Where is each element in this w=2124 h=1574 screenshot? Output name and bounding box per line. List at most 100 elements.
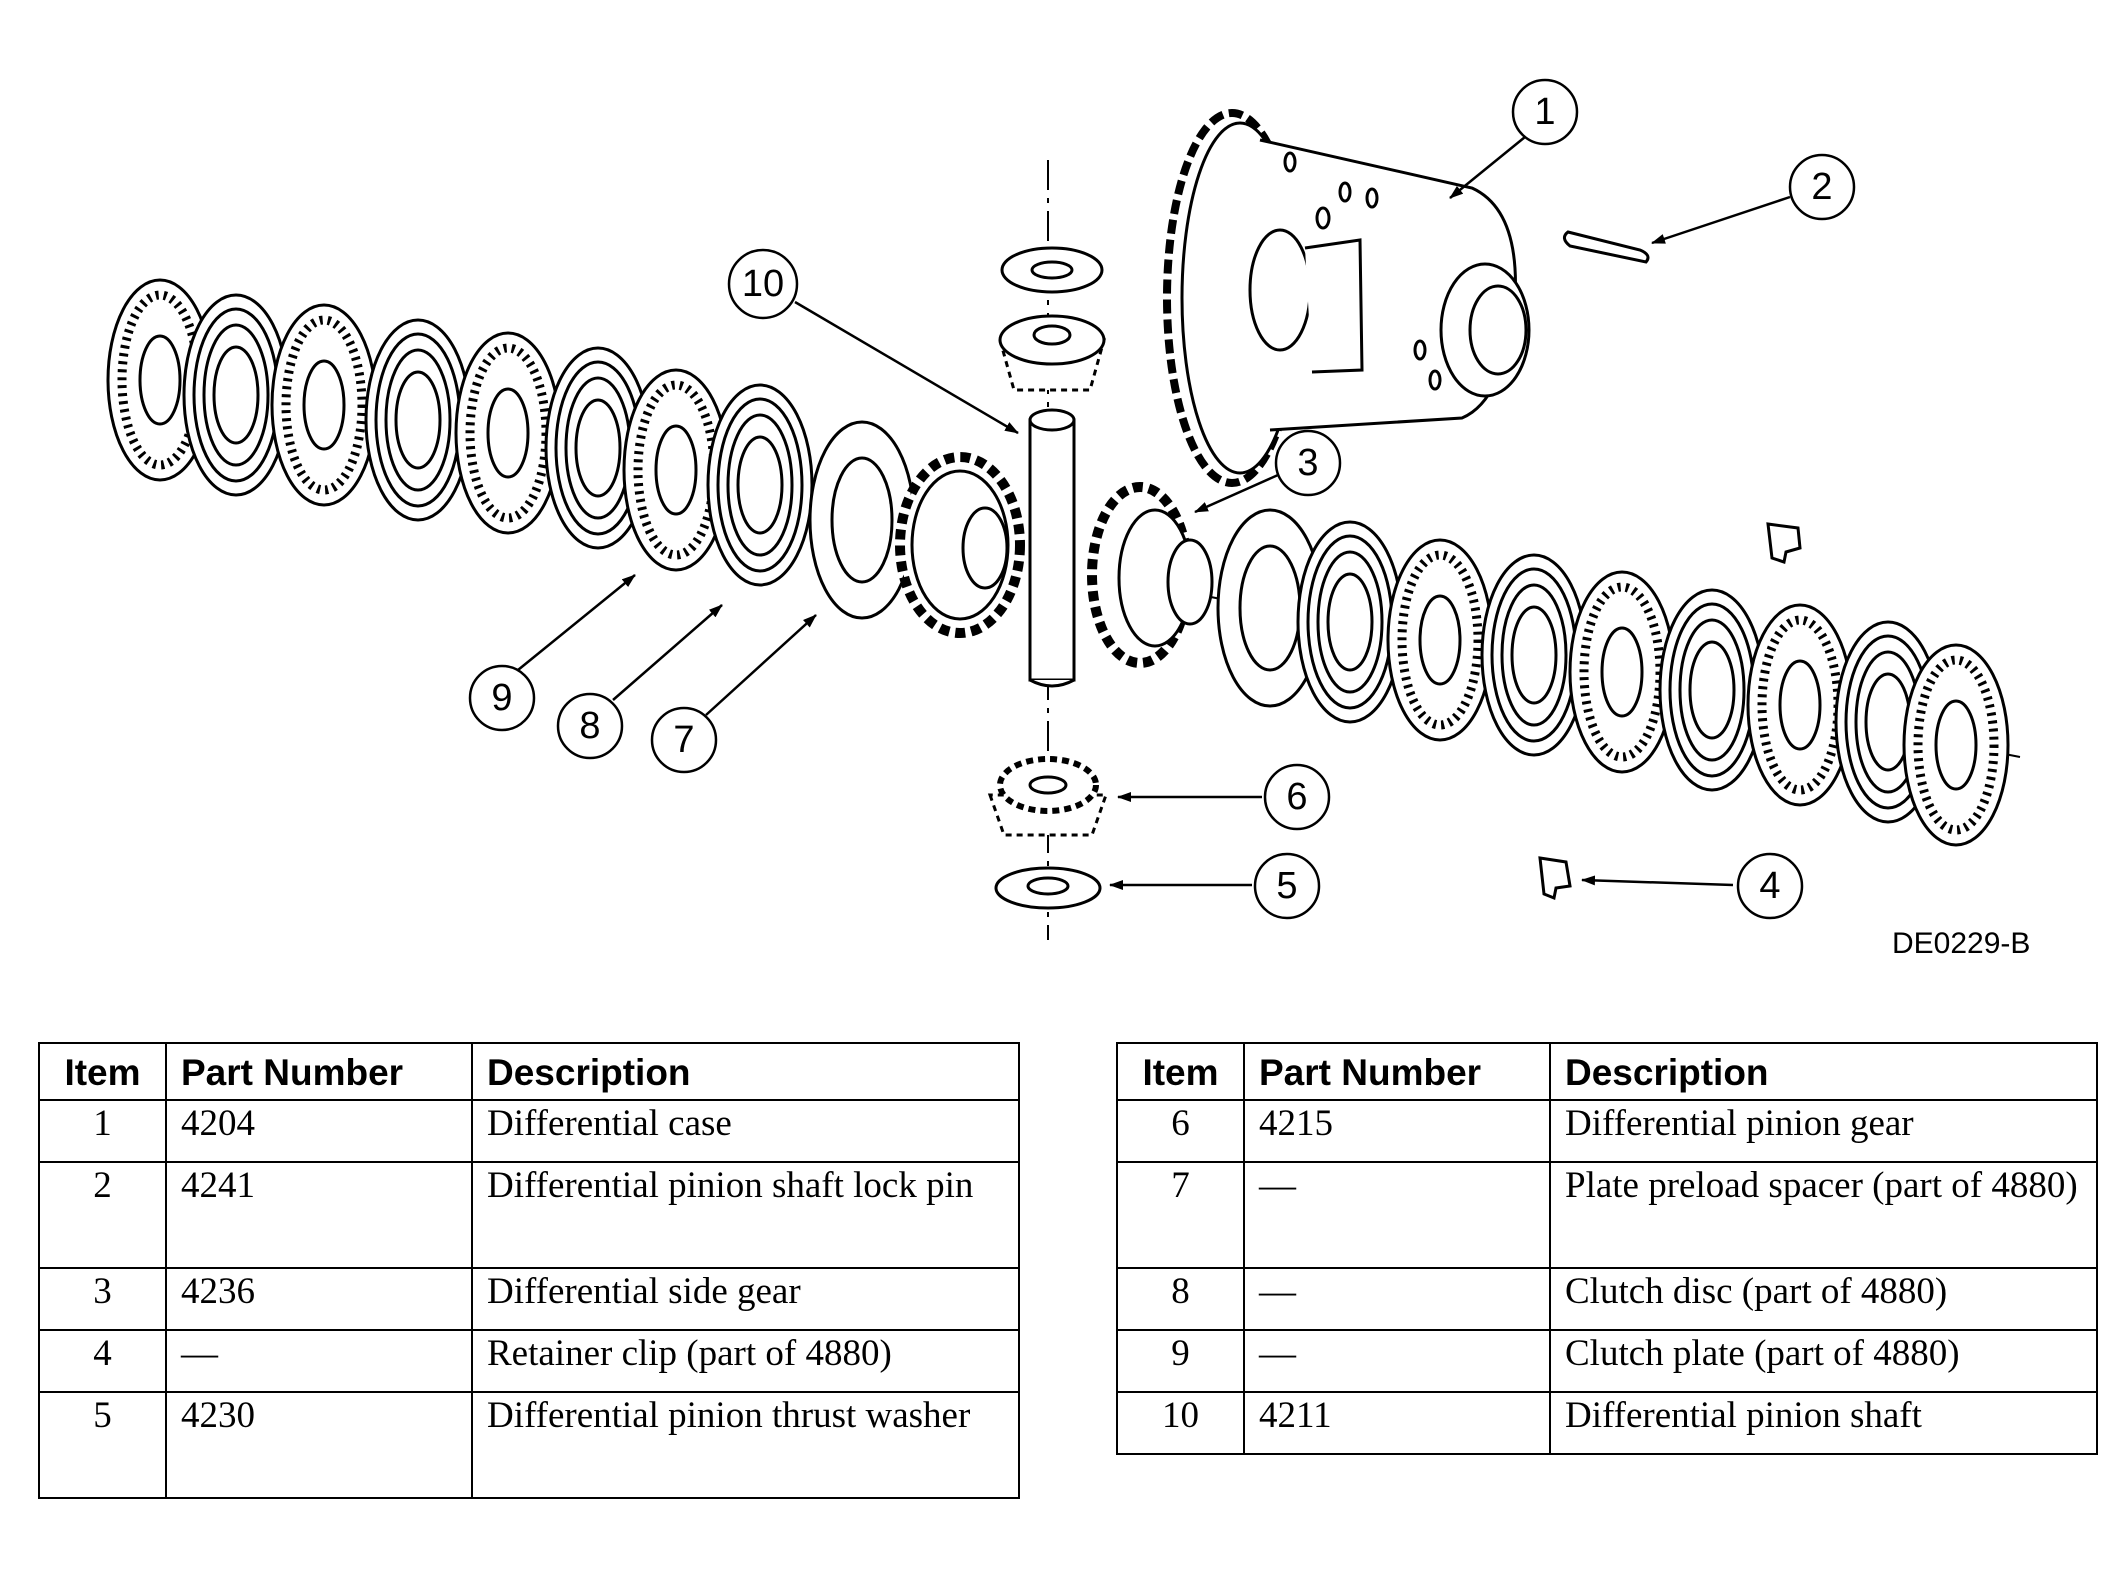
table-header-row: Item Part Number Description [1116, 1042, 2098, 1101]
leader-3 [1194, 473, 1279, 514]
exploded-diagram: 1 2 3 4 5 6 7 8 9 10 DE0229-B [106, 78, 2030, 960]
clutch-disc [364, 318, 472, 522]
clutch-spacer [1216, 508, 1324, 708]
table-row: 7 — Plate preload spacer (part of 4880) [1116, 1161, 2098, 1269]
callout-8: 8 [556, 692, 624, 760]
callout-3: 3 [1274, 429, 1342, 497]
clutch-plate [1568, 570, 1676, 774]
cell-description: Differential pinion shaft [1549, 1391, 2098, 1455]
cell-description: Differential pinion gear [1549, 1099, 2098, 1163]
cell-part-number: 4241 [165, 1161, 473, 1269]
header-part-number: Part Number [1243, 1042, 1551, 1101]
svg-text:3: 3 [1297, 442, 1318, 484]
table-row: 1 4204 Differential case [38, 1099, 1020, 1163]
callout-10: 10 [727, 248, 799, 320]
cell-description: Differential side gear [471, 1267, 1020, 1331]
table-row: 6 4215 Differential pinion gear [1116, 1099, 2098, 1163]
cell-part-number: 4215 [1243, 1099, 1551, 1163]
table-row: 5 4230 Differential pinion thrust washer [38, 1391, 1020, 1499]
cell-description: Differential pinion shaft lock pin [471, 1161, 1020, 1269]
clutch-pack-right [1216, 508, 2010, 847]
cell-item: 10 [1116, 1391, 1245, 1455]
svg-text:9: 9 [491, 677, 512, 719]
clutch-plate [454, 331, 562, 535]
svg-text:4: 4 [1759, 865, 1780, 907]
clutch-disc [1296, 520, 1404, 724]
clutch-plate [270, 303, 378, 507]
clutch-disc [182, 293, 290, 497]
cell-part-number: — [1243, 1329, 1551, 1393]
header-part-number: Part Number [165, 1042, 473, 1101]
cell-item: 5 [38, 1391, 167, 1499]
leader-2 [1651, 195, 1791, 245]
svg-text:2: 2 [1811, 166, 1832, 208]
side-gear-left [895, 452, 1025, 638]
table-row: 4 — Retainer clip (part of 4880) [38, 1329, 1020, 1393]
table-header-row: Item Part Number Description [38, 1042, 1020, 1101]
cell-item: 2 [38, 1161, 167, 1269]
table-row: 10 4211 Differential pinion shaft [1116, 1391, 2098, 1455]
svg-text:6: 6 [1286, 776, 1307, 818]
header-item: Item [38, 1042, 167, 1101]
table-row: 8 — Clutch disc (part of 4880) [1116, 1267, 2098, 1331]
clutch-plate [1902, 643, 2010, 847]
svg-text:1: 1 [1534, 91, 1555, 133]
leader-10 [794, 300, 1019, 435]
cell-item: 9 [1116, 1329, 1245, 1393]
cell-description: Retainer clip (part of 4880) [471, 1329, 1020, 1393]
clutch-disc [544, 346, 652, 550]
figure-id: DE0229-B [1892, 927, 2030, 960]
upper-thrust-washer [1000, 246, 1104, 294]
table-row: 2 4241 Differential pinion shaft lock pi… [38, 1161, 1020, 1269]
cell-part-number: — [1243, 1267, 1551, 1331]
clutch-disc [1658, 588, 1766, 792]
lock-pin [1563, 230, 1650, 264]
svg-text:10: 10 [742, 263, 784, 305]
leader-9 [517, 574, 636, 671]
header-item: Item [1116, 1042, 1245, 1101]
table-row: 3 4236 Differential side gear [38, 1267, 1020, 1331]
cell-description: Clutch plate (part of 4880) [1549, 1329, 2098, 1393]
cell-description: Plate preload spacer (part of 4880) [1549, 1161, 2098, 1269]
leader-8 [612, 604, 723, 701]
clutch-plate [1386, 538, 1494, 742]
header-description: Description [1549, 1042, 2098, 1101]
svg-text:5: 5 [1276, 865, 1297, 907]
retainer-clip-upper [1766, 522, 1802, 564]
lower-pinion-gear [987, 756, 1109, 837]
cell-part-number: 4230 [165, 1391, 473, 1499]
callout-4: 4 [1736, 852, 1804, 920]
callout-6: 6 [1263, 763, 1331, 831]
preload-spacer [808, 420, 916, 620]
svg-text:7: 7 [673, 719, 694, 761]
callout-9: 9 [468, 664, 536, 732]
cell-description: Differential pinion thrust washer [471, 1391, 1020, 1499]
cell-item: 6 [1116, 1099, 1245, 1163]
differential-case [1163, 109, 1531, 487]
cell-description: Differential case [471, 1099, 1020, 1163]
table-row: 9 — Clutch plate (part of 4880) [1116, 1329, 2098, 1393]
cell-description: Clutch disc (part of 4880) [1549, 1267, 2098, 1331]
cell-part-number: 4236 [165, 1267, 473, 1331]
header-description: Description [471, 1042, 1020, 1101]
cell-part-number: — [1243, 1161, 1551, 1269]
callout-5: 5 [1253, 852, 1321, 920]
cell-item: 3 [38, 1267, 167, 1331]
cell-item: 4 [38, 1329, 167, 1393]
clutch-disc [706, 383, 814, 587]
upper-pinion-gear [998, 314, 1106, 392]
callouts: 1 2 3 4 5 6 7 8 9 10 [468, 78, 1856, 920]
svg-text:8: 8 [579, 705, 600, 747]
cell-item: 7 [1116, 1161, 1245, 1269]
clutch-disc [1480, 553, 1588, 757]
leader-4 [1581, 875, 1734, 887]
pinion-shaft [1028, 408, 1076, 688]
leader-lines [517, 136, 1791, 890]
cell-part-number: 4211 [1243, 1391, 1551, 1455]
side-gear-right [1087, 482, 1214, 668]
lower-thrust-washer [994, 866, 1102, 910]
cell-item: 1 [38, 1099, 167, 1163]
clutch-pack-left [106, 278, 916, 620]
cell-part-number: 4204 [165, 1099, 473, 1163]
callout-7: 7 [650, 706, 718, 774]
